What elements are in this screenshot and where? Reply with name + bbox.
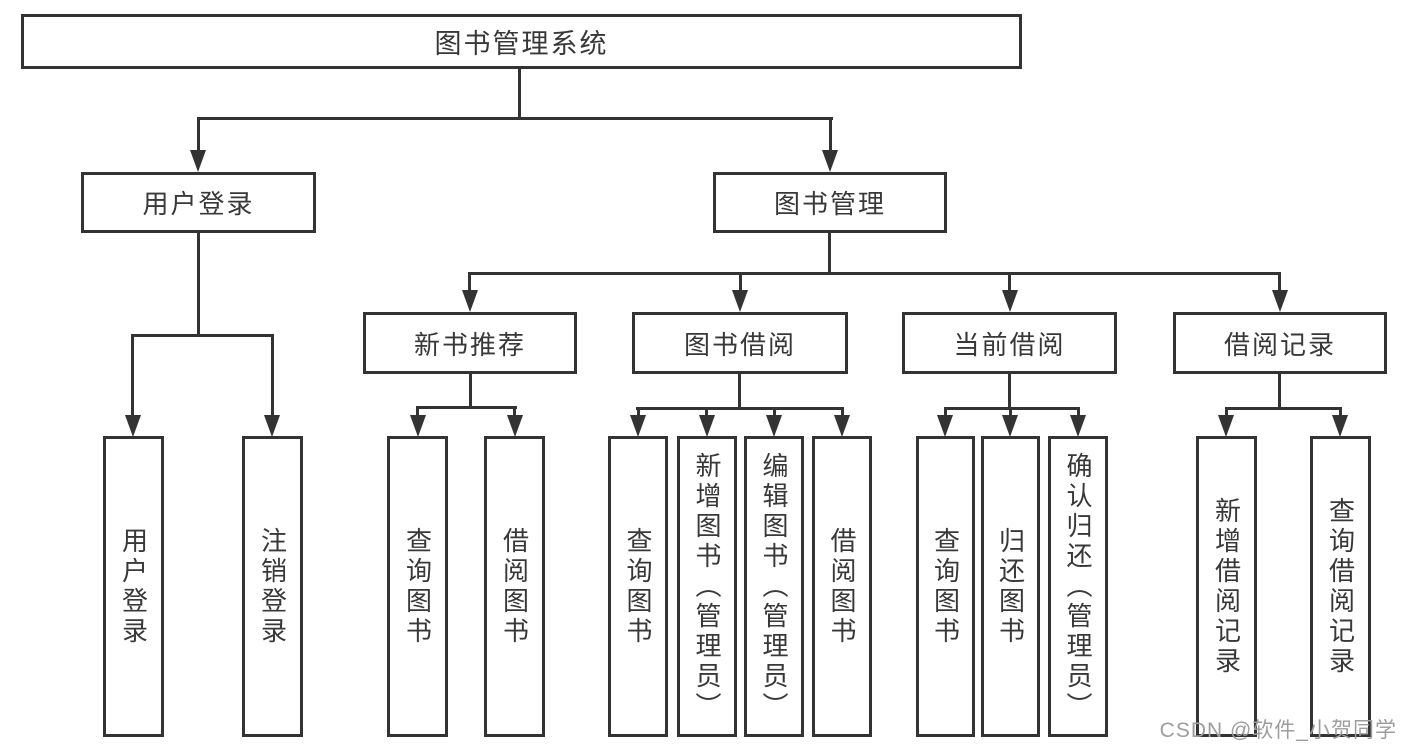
leaf-label: 查询借阅记录 [1325,496,1356,677]
leaf-label: 查询图书 [930,526,961,647]
arrowhead [732,290,748,312]
connector-line [841,407,844,417]
leaf-label: 注销登录 [257,526,288,647]
arrowhead [822,150,838,172]
arrowhead [507,415,523,437]
connector-line [468,272,471,293]
connector-line [738,373,741,410]
connector-line [636,407,844,410]
leaf-label: 查询图书 [623,526,653,647]
node-book-management: 图书管理 [713,172,947,233]
connector-line [944,407,1080,410]
arrowhead [190,150,206,172]
connector-line [131,334,134,418]
arrowhead [462,290,478,312]
leaf-label: 借阅图书 [827,526,857,647]
arrowhead [1272,290,1288,312]
leaf-label: 归还图书 [995,526,1026,647]
arrowhead [1332,415,1348,437]
connector-line [197,117,200,153]
connector-line [1225,407,1342,410]
arrowhead [264,415,280,437]
connector-line [1225,407,1228,417]
connector-line [197,117,833,120]
connector-line [1009,407,1012,417]
connector-line [739,272,742,293]
arrowhead [1002,290,1018,312]
connector-line [637,407,640,417]
watermark: CSDN @软件_小贺同学 [1159,719,1397,742]
connector-line [1077,407,1080,417]
node-new-book-recommend: 新书推荐 [363,312,577,374]
connector-line [944,407,947,417]
leaf-borrow-query-books: 查询图书 [608,436,668,737]
arrowhead [125,415,141,437]
connector-line [271,334,274,418]
connector-line [416,406,419,417]
leaf-current-return-books: 归还图书 [981,436,1040,737]
leaf-borrow-edit-books-admin: 编辑图书（管理员） [744,436,804,737]
leaf-records-add-record: 新增借阅记录 [1196,436,1257,737]
leaf-label: 用户登录 [118,526,149,647]
arrowhead [1218,415,1234,437]
arrowhead [937,415,953,437]
connector-line [131,334,274,337]
leaf-recommend-borrow-books: 借阅图书 [484,436,545,737]
leaf-label: 新增借阅记录 [1211,496,1242,677]
node-book-borrow: 图书借阅 [632,312,848,374]
arrowhead [630,415,646,437]
leaf-borrow-borrow-books: 借阅图书 [812,436,872,737]
node-user-login: 用户登录 [81,172,316,233]
leaf-label: 借阅图书 [499,526,530,647]
connector-line [1278,373,1281,410]
connector-line [469,373,472,409]
connector-line [1339,407,1342,417]
leaf-label: 编辑图书（管理员） [759,451,789,722]
connector-line [1008,272,1011,293]
leaf-borrow-add-books-admin: 新增图书（管理员） [677,436,737,737]
leaf-label: 查询图书 [402,526,433,647]
node-root: 图书管理系统 [21,14,1022,69]
arrowhead [699,415,715,437]
connector-line [828,232,831,275]
leaf-logout: 注销登录 [242,436,303,737]
arrowhead [766,415,782,437]
connector-line [773,407,776,417]
leaf-user-login: 用户登录 [103,436,164,737]
leaf-current-query-books: 查询图书 [916,436,975,737]
connector-line [518,69,521,119]
node-borrow-records: 借阅记录 [1173,312,1387,374]
connector-line [513,406,516,417]
connector-line [468,272,1281,275]
connector-line [197,232,200,337]
connector-line [829,117,832,153]
leaf-label: 新增图书（管理员） [692,451,722,722]
connector-line [1278,272,1281,293]
connector-line [705,407,708,417]
connector-line [416,406,517,409]
arrowhead [1002,415,1018,437]
arrowhead [410,415,426,437]
arrowhead [1070,415,1086,437]
leaf-recommend-query-books: 查询图书 [387,436,448,737]
arrowhead [834,415,850,437]
leaf-current-confirm-return-admin: 确认归还（管理员） [1048,436,1108,737]
connector-line [1008,373,1011,410]
leaf-records-query-record: 查询借阅记录 [1310,436,1371,737]
leaf-label: 确认归还（管理员） [1063,451,1093,722]
node-current-borrow: 当前借阅 [902,312,1117,374]
